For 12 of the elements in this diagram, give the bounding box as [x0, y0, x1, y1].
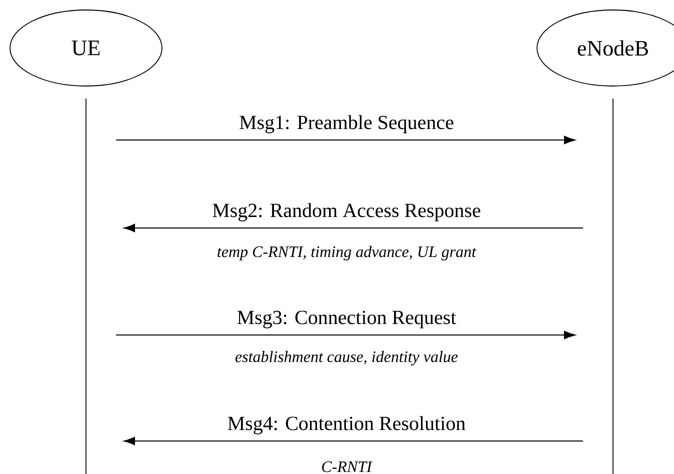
arrow	[116, 136, 576, 144]
arrow	[124, 436, 584, 446]
parameter-note: establishment cause, identity value	[235, 350, 458, 366]
lifeline	[612, 98, 614, 474]
edge-label: Msg4: Contention Resolution	[226, 415, 467, 436]
arrow	[124, 224, 584, 232]
arrow	[116, 330, 576, 340]
edge-label: Msg2: Random Access Response	[211, 202, 482, 222]
parameter-note: C-RNTI	[322, 461, 372, 472]
parameter-note: temp C-RNTI, timing advance, UL grant	[218, 246, 476, 260]
edge-label: Msg3: Connection Request	[236, 310, 458, 330]
edge-label: Msg1: Preamble Sequence	[238, 114, 455, 134]
